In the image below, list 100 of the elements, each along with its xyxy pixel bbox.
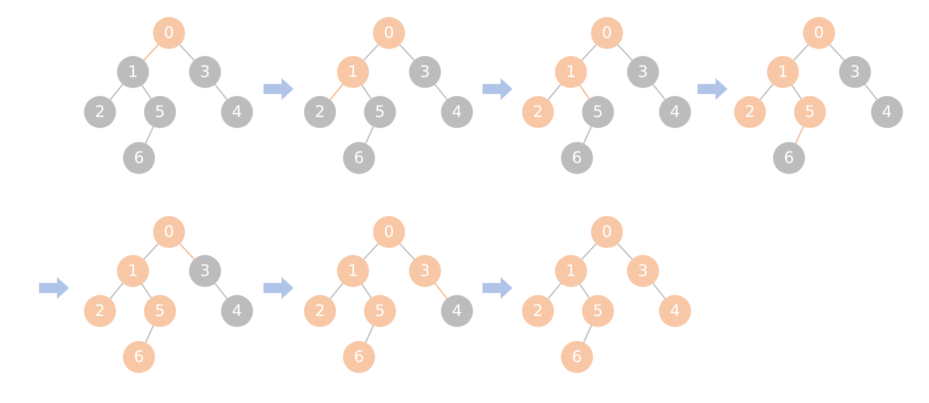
tree-node: 1 [117, 255, 149, 287]
tree-edge [361, 284, 372, 298]
tree-node: 3 [409, 255, 441, 287]
tree-edge [652, 283, 666, 299]
tree-edge [363, 44, 379, 61]
tree-node: 5 [794, 96, 826, 128]
tree-edge [143, 44, 159, 61]
tree-edge [617, 44, 633, 61]
tree-node: 5 [144, 295, 176, 327]
tree-diagram [304, 216, 473, 374]
tree-node: 3 [627, 56, 659, 88]
tree-node: 6 [343, 142, 375, 174]
tree-edge [399, 44, 415, 61]
tree-node: 0 [373, 216, 405, 248]
tree-node: 1 [337, 56, 369, 88]
tree-edge [365, 325, 374, 343]
tree-edge [579, 284, 590, 298]
tree-edge [110, 282, 124, 300]
tree-edge [145, 325, 154, 343]
tree-node: 2 [84, 96, 116, 128]
tree-node: 0 [153, 17, 185, 49]
tree-node: 2 [522, 96, 554, 128]
tree-edge [583, 126, 592, 144]
tree-node: 1 [555, 255, 587, 287]
tree-edge [361, 84, 372, 100]
tree-node: 2 [522, 295, 554, 327]
tree-edge [143, 243, 159, 260]
tree-edge [581, 243, 597, 260]
tree-node: 2 [84, 295, 116, 327]
tree-edge [330, 282, 344, 300]
tree-edge [548, 84, 562, 100]
tree-edge [110, 84, 124, 100]
tree-edge [214, 84, 228, 100]
tree-diagram [522, 216, 691, 374]
tree-edge [179, 44, 195, 61]
block-arrow [264, 277, 294, 299]
tree-edge [434, 283, 448, 299]
tree-node: 5 [144, 96, 176, 128]
tree-node: 4 [221, 96, 253, 128]
tree-edge [795, 126, 804, 144]
tree-edge [330, 84, 344, 100]
tree-node: 4 [659, 96, 691, 128]
tree-edge [793, 44, 809, 61]
tree-node: 0 [591, 17, 623, 49]
tree-node: 3 [189, 255, 221, 287]
block-arrow [698, 78, 728, 100]
tree-node: 4 [441, 295, 473, 327]
tree-node: 2 [304, 295, 336, 327]
tree-node: 1 [555, 56, 587, 88]
tree-edge [141, 84, 152, 100]
tree-node: 6 [561, 142, 593, 174]
tree-edge [791, 84, 802, 100]
tree-node: 5 [364, 96, 396, 128]
tree-edge [581, 44, 597, 61]
tree-diagram [304, 17, 473, 175]
tree-node: 4 [871, 96, 903, 128]
tree-node: 4 [659, 295, 691, 327]
tree-node: 2 [304, 96, 336, 128]
tree-node: 0 [153, 216, 185, 248]
tree-node: 5 [582, 295, 614, 327]
tree-node: 0 [591, 216, 623, 248]
block-arrow [39, 277, 69, 299]
tree-node: 6 [773, 142, 805, 174]
tree-edge [829, 44, 845, 61]
tree-diagram [84, 216, 253, 374]
tree-edge [583, 325, 592, 343]
tree-node: 6 [123, 142, 155, 174]
tree-node: 2 [734, 96, 766, 128]
tree-node: 5 [582, 96, 614, 128]
tree-edge [141, 284, 152, 298]
tree-edge [760, 84, 774, 100]
tree-node: 5 [364, 295, 396, 327]
tree-diagram [734, 17, 903, 175]
tree-edge [579, 84, 590, 100]
tree-node: 4 [441, 96, 473, 128]
tree-edge [179, 243, 195, 260]
tree-edge [399, 243, 415, 260]
tree-diagram [522, 17, 691, 175]
tree-node: 4 [221, 295, 253, 327]
tree-node: 3 [409, 56, 441, 88]
tree-node: 1 [767, 56, 799, 88]
tree-edge [363, 243, 379, 260]
tree-node: 0 [373, 17, 405, 49]
tree-edge [548, 282, 562, 300]
tree-node: 6 [561, 341, 593, 373]
tree-edge [617, 243, 633, 260]
tree-edge [864, 84, 878, 100]
tree-edge [365, 126, 374, 144]
block-arrow [482, 277, 512, 299]
block-arrow [482, 78, 512, 100]
tree-edge [652, 84, 666, 100]
tree-node: 1 [337, 255, 369, 287]
tree-edge [434, 84, 448, 100]
block-arrow [264, 78, 294, 100]
tree-node: 6 [123, 341, 155, 373]
tree-node: 1 [117, 56, 149, 88]
tree-diagram [84, 17, 253, 175]
tree-edge [214, 283, 228, 299]
tree-node: 3 [189, 56, 221, 88]
tree-node: 3 [839, 56, 871, 88]
